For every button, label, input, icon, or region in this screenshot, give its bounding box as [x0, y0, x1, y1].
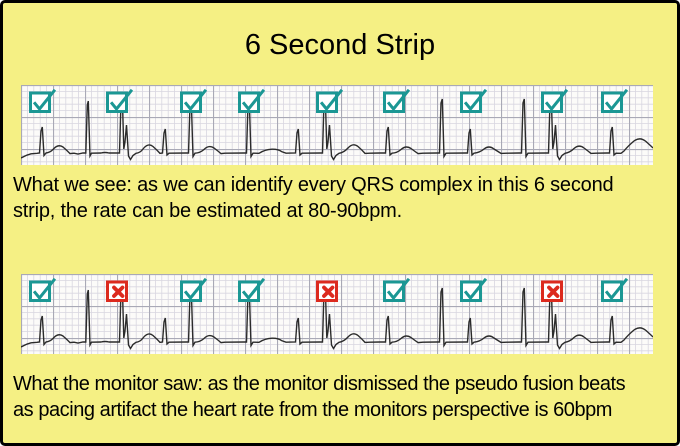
caption-line: What the monitor saw: as the monitor dis… [13, 373, 626, 395]
caption-line: as pacing artifact the heart rate from t… [13, 399, 613, 421]
page-title: 6 Second Strip [244, 29, 436, 61]
checkbox-checked-icon [29, 278, 56, 302]
checkbox-checked-icon [601, 278, 628, 302]
checkbox-checked-icon [316, 89, 343, 113]
checkbox-checked-icon [180, 278, 207, 302]
caption-line: What we see: as we can identify every QR… [13, 174, 614, 196]
ecg-strip-what-we-see [21, 85, 653, 165]
caption-what-monitor-saw: What the monitor saw: as the monitor dis… [13, 371, 675, 423]
checkbox-checked-icon [383, 278, 410, 302]
checkbox-checked-icon [460, 278, 487, 302]
checkbox-checked-icon [601, 89, 628, 113]
caption-line: strip, the rate can be estimated at 80-9… [13, 200, 402, 222]
checkbox-dismissed-icon [316, 280, 338, 302]
checkbox-checked-icon [29, 89, 56, 113]
checkbox-dismissed-icon [541, 280, 563, 302]
checkbox-checked-icon [383, 89, 410, 113]
ecg-waveform [21, 285, 653, 350]
checkbox-checked-icon [238, 278, 265, 302]
ecg-waveform [21, 96, 653, 161]
checkbox-checked-icon [541, 89, 568, 113]
checkbox-checked-icon [180, 89, 207, 113]
caption-what-we-see: What we see: as we can identify every QR… [13, 172, 675, 224]
checkbox-checked-icon [238, 89, 265, 113]
checkbox-checked-icon [106, 89, 133, 113]
checkbox-checked-icon [460, 89, 487, 113]
ecg-strip-what-monitor-saw [21, 274, 653, 354]
checkbox-dismissed-icon [106, 280, 128, 302]
